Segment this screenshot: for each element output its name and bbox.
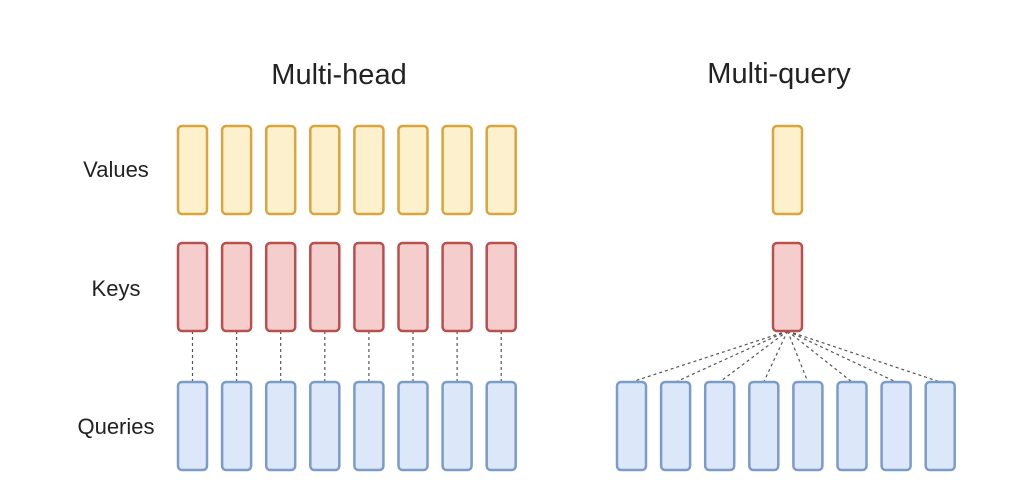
multi-query-query-block	[748, 380, 780, 472]
multi-query-query-block	[880, 380, 912, 472]
multi-head-query-block	[176, 380, 209, 472]
multi-head-value-block	[264, 124, 297, 216]
multi-query-connector	[787, 330, 853, 383]
multi-query-query-block	[924, 380, 956, 472]
multi-query-connector	[719, 330, 788, 383]
multi-query-query-block	[836, 380, 868, 472]
multi-head-query-block	[441, 380, 473, 472]
multi-query-key-block	[771, 241, 804, 333]
multi-head-value-block	[353, 124, 385, 216]
multi-head-query-block	[397, 380, 429, 472]
multi-query-connector	[787, 330, 897, 383]
multi-head-value-block	[309, 124, 341, 216]
multi-query-query-block	[615, 380, 648, 472]
head-blocks	[176, 124, 956, 472]
multi-query-query-block	[659, 380, 692, 472]
multi-query-connector	[631, 330, 788, 383]
queries-row-label: Queries	[77, 414, 154, 439]
multi-head-key-block	[441, 241, 473, 333]
multi-query-connector	[675, 330, 788, 383]
multi-head-key-block	[220, 241, 253, 333]
multi-head-key-block	[397, 241, 429, 333]
multi-head-key-block	[309, 241, 341, 333]
multi-head-title: Multi-head	[271, 59, 406, 91]
multi-head-query-block	[220, 380, 253, 472]
multi-query-value-block	[771, 124, 804, 216]
multi-head-query-block	[485, 380, 517, 472]
multi-head-value-block	[397, 124, 429, 216]
multi-query-connector	[787, 330, 941, 383]
connector-lines	[191, 330, 941, 383]
multi-head-value-block	[441, 124, 473, 216]
multi-head-value-block	[176, 124, 209, 216]
multi-head-query-block	[264, 380, 297, 472]
multi-query-connector	[763, 330, 789, 383]
multi-head-key-block	[353, 241, 385, 333]
multi-head-value-block	[485, 124, 517, 216]
multi-head-query-block	[309, 380, 341, 472]
multi-query-query-block	[703, 380, 736, 472]
multi-head-value-block	[220, 124, 253, 216]
multi-query-title: Multi-query	[707, 58, 851, 90]
keys-row-label: Keys	[92, 276, 141, 301]
multi-head-key-block	[264, 241, 297, 333]
multi-head-key-block	[176, 241, 209, 333]
multi-head-key-block	[485, 241, 517, 333]
values-row-label: Values	[83, 157, 149, 182]
multi-query-query-block	[792, 380, 824, 472]
multi-head-query-block	[353, 380, 385, 472]
